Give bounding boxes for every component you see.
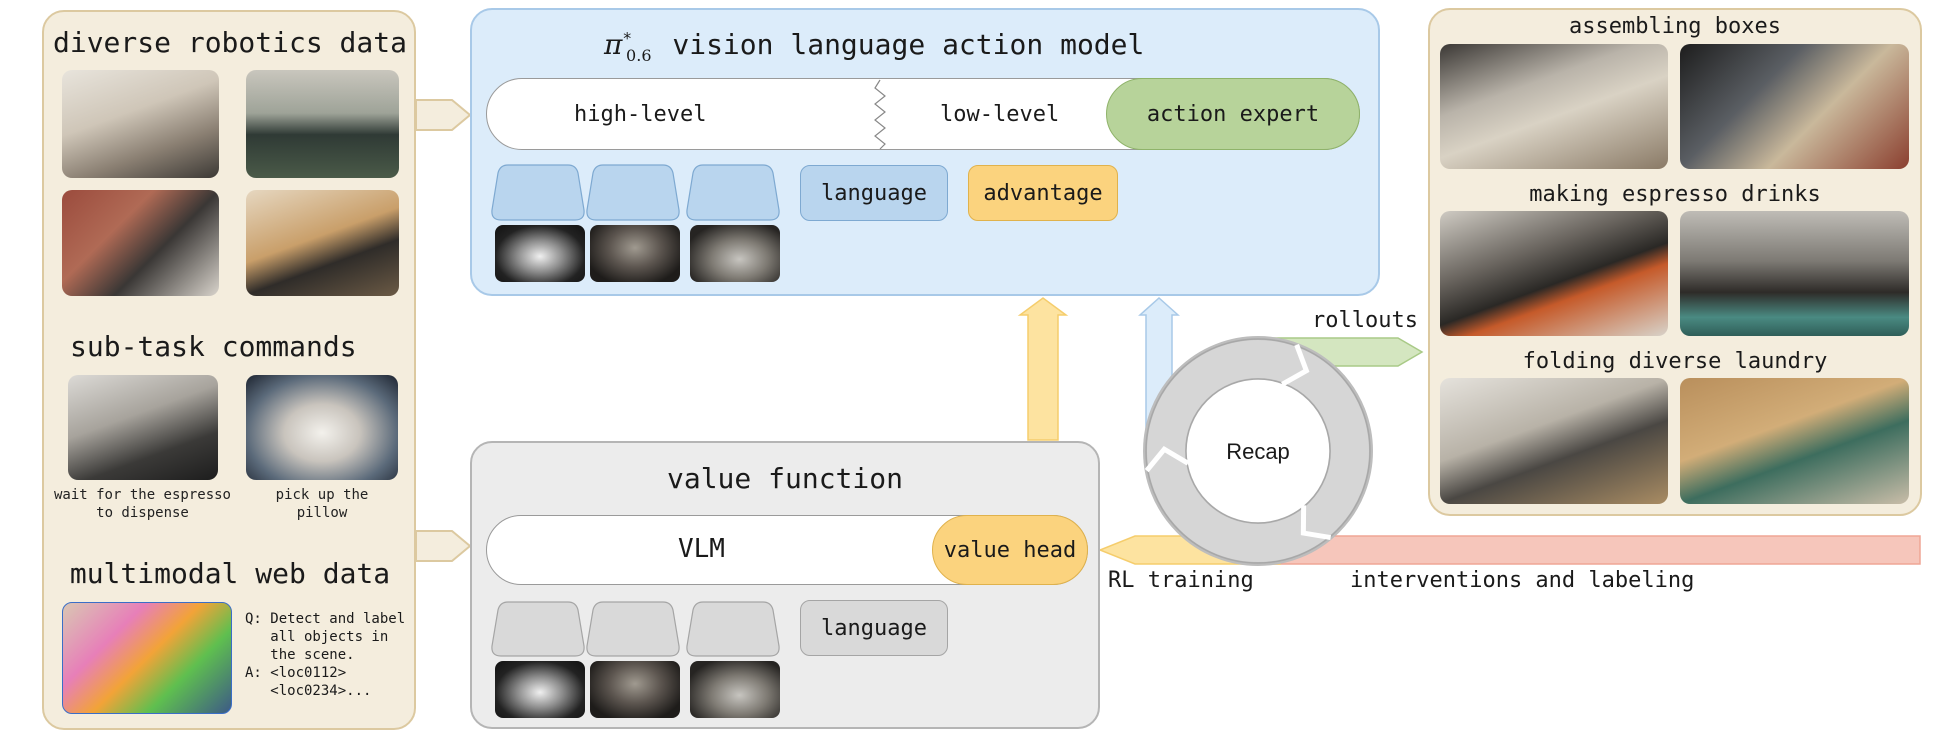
interventions-label: interventions and labeling — [1350, 568, 1695, 593]
pi-subscript: 0.6 — [626, 45, 652, 65]
pi-superscript: * — [622, 28, 633, 48]
web-data-title: multimodal web data — [69, 557, 391, 590]
value-function-title: value function — [666, 462, 903, 495]
assembling-boxes-title: assembling boxes — [1569, 14, 1781, 39]
assembling-boxes-photo-1 — [1440, 44, 1668, 169]
robotics-photo-brick — [62, 190, 219, 296]
web-detection-photo — [62, 602, 232, 714]
espresso-title: making espresso drinks — [1529, 182, 1821, 207]
subtask-caption-pillow: pick up the pillow — [275, 487, 369, 521]
camera-view-3 — [690, 225, 780, 282]
subtask-photo-espresso — [68, 375, 218, 480]
subtask-caption-espresso: wait for the espresso to dispense — [53, 487, 231, 521]
vla-title-text: vision language action model — [672, 28, 1145, 61]
robotics-photo-bedroom — [62, 70, 219, 178]
robotics-data-title: diverse robotics data — [52, 26, 407, 59]
recap-label: Recap — [1226, 439, 1290, 464]
laundry-photo-1 — [1440, 378, 1668, 504]
rollouts-label: rollouts — [1312, 308, 1418, 333]
pi-symbol: π — [604, 28, 623, 61]
camera-view-1 — [495, 225, 585, 282]
camera-view-5 — [590, 661, 680, 718]
laundry-title: folding diverse laundry — [1522, 349, 1828, 374]
robotics-photo-workbench — [246, 190, 399, 296]
assembling-boxes-photo-2 — [1680, 44, 1909, 169]
laundry-photo-2 — [1680, 378, 1909, 504]
camera-view-4 — [495, 661, 585, 718]
subtask-title: sub-task commands — [70, 330, 357, 363]
robotics-photo-table — [246, 70, 399, 178]
value-head-block: value head — [932, 515, 1088, 585]
camera-view-6 — [690, 661, 780, 718]
action-expert-block: action expert — [1106, 78, 1360, 150]
espresso-photo-1 — [1440, 211, 1668, 336]
advantage-token: advantage — [968, 165, 1118, 221]
subtask-photo-pillow — [246, 375, 398, 480]
vla-title: π*0.6 vision language action model — [604, 28, 1144, 65]
robotics-to-vla-arrow — [415, 99, 472, 131]
value-to-vla-arrow — [1017, 297, 1069, 441]
camera-view-2 — [590, 225, 680, 282]
web-qa-text: Q: Detect and label all objects in the s… — [245, 611, 406, 699]
web-to-value-arrow — [415, 530, 472, 562]
value-language-token: language — [800, 600, 948, 656]
espresso-photo-2 — [1680, 211, 1909, 336]
high-level-label: high-level — [574, 102, 707, 127]
vlm-label: VLM — [678, 534, 725, 564]
rl-training-label: RL training — [1108, 568, 1254, 593]
interventions-arrow — [1249, 535, 1921, 565]
language-token: language — [800, 165, 948, 221]
low-level-label: low-level — [940, 102, 1060, 127]
